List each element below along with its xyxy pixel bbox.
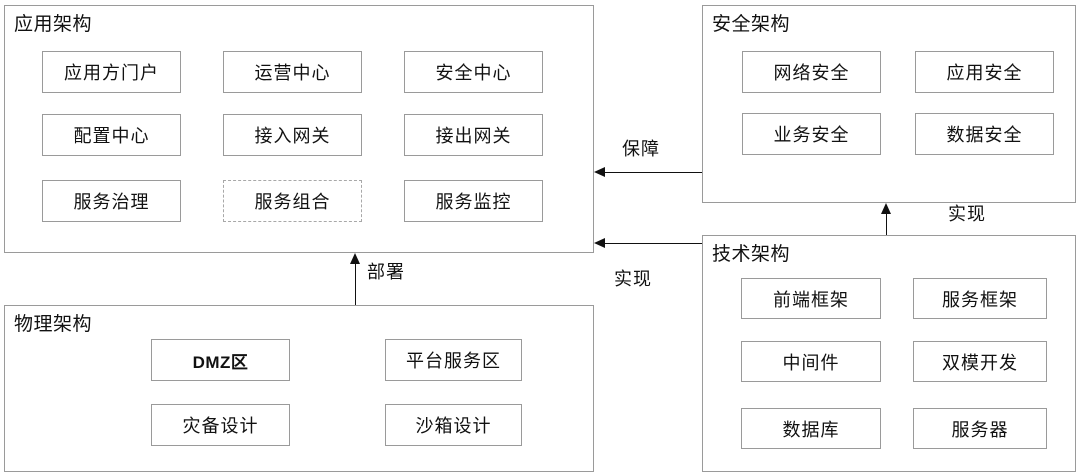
node-ingress-gateway[interactable]: 接入网关 bbox=[223, 114, 362, 156]
node-service-framework[interactable]: 服务框架 bbox=[913, 278, 1047, 319]
node-operation-center[interactable]: 运营中心 bbox=[223, 51, 362, 93]
connector-technology-to-application-arrowhead bbox=[594, 238, 605, 248]
node-business-security[interactable]: 业务安全 bbox=[742, 113, 881, 155]
panel-title-application: 应用架构 bbox=[14, 14, 93, 35]
panel-application-architecture: 应用架构 应用方门户 运营中心 安全中心 配置中心 接入网关 接出网关 服务治理… bbox=[4, 5, 594, 253]
node-service-composition[interactable]: 服务组合 bbox=[223, 180, 362, 222]
node-security-center[interactable]: 安全中心 bbox=[404, 51, 543, 93]
node-app-portal[interactable]: 应用方门户 bbox=[42, 51, 181, 93]
connector-security-to-application-arrowhead bbox=[594, 167, 605, 177]
node-database[interactable]: 数据库 bbox=[741, 408, 881, 449]
node-middleware[interactable]: 中间件 bbox=[741, 341, 881, 382]
connector-technology-to-security-arrowhead bbox=[881, 203, 891, 214]
connector-physical-to-application-arrowhead bbox=[350, 253, 360, 264]
panel-title-security: 安全架构 bbox=[712, 14, 791, 35]
panel-physical-architecture: 物理架构 DMZ区 平台服务区 灾备设计 沙箱设计 bbox=[4, 305, 594, 472]
connector-label-technology-to-application: 实现 bbox=[614, 269, 652, 289]
connector-label-physical-to-application: 部署 bbox=[367, 262, 405, 282]
node-frontend-framework[interactable]: 前端框架 bbox=[741, 278, 881, 319]
node-service-monitoring[interactable]: 服务监控 bbox=[404, 180, 543, 222]
node-data-security[interactable]: 数据安全 bbox=[915, 113, 1054, 155]
node-sandbox-design[interactable]: 沙箱设计 bbox=[385, 404, 522, 446]
node-service-governance[interactable]: 服务治理 bbox=[42, 180, 181, 222]
node-server[interactable]: 服务器 bbox=[913, 408, 1047, 449]
node-config-center[interactable]: 配置中心 bbox=[42, 114, 181, 156]
node-egress-gateway[interactable]: 接出网关 bbox=[404, 114, 543, 156]
connector-technology-to-application-line bbox=[605, 243, 702, 244]
connector-label-technology-to-security: 实现 bbox=[948, 204, 986, 224]
connector-security-to-application-line bbox=[605, 172, 702, 173]
panel-title-physical: 物理架构 bbox=[14, 314, 93, 335]
connector-physical-to-application-line bbox=[355, 264, 356, 305]
node-bimodal-development[interactable]: 双模开发 bbox=[913, 341, 1047, 382]
node-application-security[interactable]: 应用安全 bbox=[915, 51, 1054, 93]
node-platform-service-zone[interactable]: 平台服务区 bbox=[385, 339, 522, 381]
connector-technology-to-security-line bbox=[886, 214, 887, 235]
node-disaster-recovery-design[interactable]: 灾备设计 bbox=[151, 404, 290, 446]
connector-label-security-to-application: 保障 bbox=[622, 139, 660, 159]
node-dmz-zone[interactable]: DMZ区 bbox=[151, 339, 290, 381]
node-network-security[interactable]: 网络安全 bbox=[742, 51, 881, 93]
panel-technology-architecture: 技术架构 前端框架 服务框架 中间件 双模开发 数据库 服务器 bbox=[702, 235, 1076, 472]
panel-title-technology: 技术架构 bbox=[712, 244, 791, 265]
panel-security-architecture: 安全架构 网络安全 应用安全 业务安全 数据安全 bbox=[702, 5, 1076, 203]
